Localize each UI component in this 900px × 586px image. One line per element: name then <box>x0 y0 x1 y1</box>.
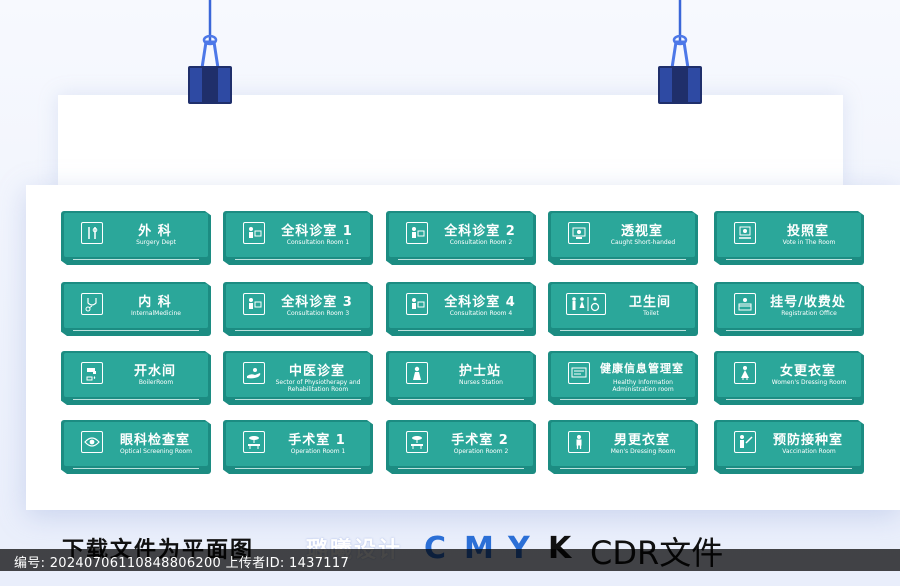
sign-subtitle: Men's Dressing Room <box>610 448 676 455</box>
sign-eye-exam: 眼科检查室 Optical Screening Room <box>61 420 211 474</box>
sign-title: 手术室 2 <box>451 433 509 448</box>
sign-subtitle: BoilerRoom <box>138 379 174 386</box>
sign-subtitle-line1: Healthy Information <box>613 379 673 386</box>
watermark-strip <box>0 549 900 571</box>
sign-subtitle: InternalMedicine <box>131 310 181 317</box>
sign-subtitle: Surgery Dept <box>136 239 176 246</box>
sign-title: 透视室 <box>620 224 663 239</box>
sign-title: 全科诊室 2 <box>444 224 516 239</box>
sign-radiography: 投照室 Vote in The Room <box>714 211 864 265</box>
sign-toilet: 卫生间 Toilet <box>548 282 698 336</box>
info-board-icon <box>568 362 590 384</box>
board-top <box>58 95 843 190</box>
sign-subtitle: Nurses Station <box>459 379 503 386</box>
binder-clip-left-icon <box>188 0 232 104</box>
sign-title: 中医诊室 <box>288 364 345 379</box>
consultation-icon <box>243 222 265 244</box>
xray-machine-icon <box>734 222 756 244</box>
sign-mens-dressing: 男更衣室 Men's Dressing Room <box>548 420 698 474</box>
eye-icon <box>81 431 103 453</box>
sign-subtitle: Vote in The Room <box>782 239 836 246</box>
sign-title: 健康信息管理室 <box>600 362 684 375</box>
sign-subtitle: Consultation Room 3 <box>286 310 350 317</box>
nurse-icon <box>406 362 428 384</box>
sign-subtitle: Caught Short-handed <box>610 239 676 246</box>
operating-light-icon <box>406 431 428 453</box>
registration-desk-icon <box>734 293 756 315</box>
sign-subtitle: Sector of Physiotherapy and Rehabilitati… <box>269 379 367 393</box>
sign-title: 挂号/收费处 <box>770 295 846 310</box>
sign-operation-2: 手术室 2 Operation Room 2 <box>386 420 536 474</box>
sign-subtitle: Optical Screening Room <box>120 448 192 455</box>
vaccination-icon <box>734 431 756 453</box>
sign-subtitle: Operation Room 1 <box>290 448 346 455</box>
consultation-icon <box>406 293 428 315</box>
sign-womens-dressing: 女更衣室 Women's Dressing Room <box>714 351 864 405</box>
sign-operation-1: 手术室 1 Operation Room 1 <box>223 420 373 474</box>
sign-title: 外 科 <box>138 224 172 239</box>
sign-title: 全科诊室 1 <box>281 224 353 239</box>
sign-title: 手术室 1 <box>288 433 346 448</box>
hand-care-icon <box>243 362 265 384</box>
sign-subtitle: Registration Office <box>781 310 837 317</box>
sign-vaccination: 预防接种室 Vaccination Room <box>714 420 864 474</box>
watermark-text: 编号: 20240706110848806200 上传者ID: 1437117 <box>14 556 350 571</box>
sign-subtitle: Consultation Room 2 <box>449 239 513 246</box>
sign-consultation-4: 全科诊室 4 Consultation Room 4 <box>386 282 536 336</box>
woman-dressing-icon <box>734 362 756 384</box>
sign-subtitle: Toilet <box>643 310 659 317</box>
sign-surgery: 外 科 Surgery Dept <box>61 211 211 265</box>
operating-light-icon <box>243 431 265 453</box>
man-dressing-icon <box>568 431 590 453</box>
toilet-icon <box>566 293 606 315</box>
sign-fluoroscopy: 透视室 Caught Short-handed <box>548 211 698 265</box>
sign-subtitle: Women's Dressing Room <box>771 379 847 386</box>
surgery-tools-icon <box>81 222 103 244</box>
sign-subtitle-line2: Administration room <box>612 386 674 393</box>
sign-title: 护士站 <box>458 364 501 379</box>
sign-title: 投照室 <box>786 224 829 239</box>
sign-consultation-1: 全科诊室 1 Consultation Room 1 <box>223 211 373 265</box>
sign-subtitle-line1: Sector of Physiotherapy and <box>275 379 361 386</box>
sign-title: 内 科 <box>138 295 172 310</box>
sign-boiler-room: 开水间 BoilerRoom <box>61 351 211 405</box>
sign-title: 女更衣室 <box>779 364 836 379</box>
stethoscope-icon <box>81 293 103 315</box>
sign-subtitle: Healthy Information Administration room <box>594 379 692 393</box>
binder-clip-right-icon <box>658 0 702 104</box>
sign-title: 眼科检查室 <box>119 433 190 448</box>
sign-consultation-3: 全科诊室 3 Consultation Room 3 <box>223 282 373 336</box>
consultation-icon <box>406 222 428 244</box>
sign-tcm: 中医诊室 Sector of Physiotherapy and Rehabil… <box>223 351 373 405</box>
xray-monitor-icon <box>568 222 590 244</box>
sign-health-info: 健康信息管理室 Healthy Information Administrati… <box>548 351 698 405</box>
sign-subtitle: Consultation Room 4 <box>449 310 513 317</box>
sign-title: 预防接种室 <box>772 433 843 448</box>
sign-nurses-station: 护士站 Nurses Station <box>386 351 536 405</box>
consultation-icon <box>243 293 265 315</box>
sign-subtitle: Operation Room 2 <box>453 448 509 455</box>
sign-subtitle: Vaccination Room <box>782 448 836 455</box>
sign-title: 卫生间 <box>628 295 671 310</box>
sign-subtitle-line2: Rehabilitation Room <box>287 386 349 393</box>
sign-title: 开水间 <box>133 364 176 379</box>
sign-title: 男更衣室 <box>613 433 670 448</box>
sign-internal-medicine: 内 科 InternalMedicine <box>61 282 211 336</box>
sign-registration: 挂号/收费处 Registration Office <box>714 282 864 336</box>
sign-title: 全科诊室 3 <box>281 295 353 310</box>
sign-title: 全科诊室 4 <box>444 295 516 310</box>
sign-subtitle: Consultation Room 1 <box>286 239 350 246</box>
sign-consultation-2: 全科诊室 2 Consultation Room 2 <box>386 211 536 265</box>
water-tap-icon <box>81 362 103 384</box>
